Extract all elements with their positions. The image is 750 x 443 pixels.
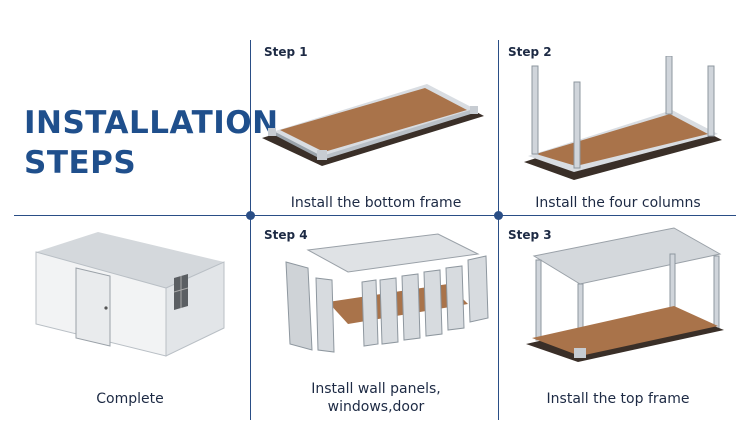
four-columns-illustration bbox=[524, 56, 722, 180]
intersection-dot-left bbox=[246, 211, 255, 220]
step1-label: Step 1 bbox=[264, 45, 308, 59]
top-frame-illustration bbox=[526, 227, 724, 362]
vertical-divider-right bbox=[498, 40, 499, 420]
horizontal-divider bbox=[14, 215, 736, 216]
title-line-1: INSTALLATION bbox=[24, 105, 279, 141]
step4-label: Step 4 bbox=[264, 228, 308, 242]
step2-caption: Install the four columns bbox=[535, 195, 701, 211]
page-title: INSTALLATION STEPS bbox=[24, 103, 279, 183]
step3-caption: Install the top frame bbox=[546, 391, 690, 407]
step3-label: Step 3 bbox=[508, 228, 552, 242]
complete-caption: Complete bbox=[96, 391, 164, 407]
step4-caption-line-2: windows,door bbox=[327, 399, 425, 415]
step2-label: Step 2 bbox=[508, 45, 552, 59]
bottom-frame-illustration bbox=[262, 84, 484, 166]
step4-caption-line-1: Install wall panels, bbox=[311, 381, 441, 397]
step1-caption: Install the bottom frame bbox=[290, 195, 462, 211]
step4-caption: Install wall panels, windows,door bbox=[256, 380, 496, 416]
title-line-2: STEPS bbox=[24, 145, 137, 181]
vertical-divider-left bbox=[250, 40, 251, 420]
wall-panels-illustration bbox=[285, 233, 489, 353]
intersection-dot-right bbox=[494, 211, 503, 220]
complete-container-illustration bbox=[35, 232, 225, 357]
